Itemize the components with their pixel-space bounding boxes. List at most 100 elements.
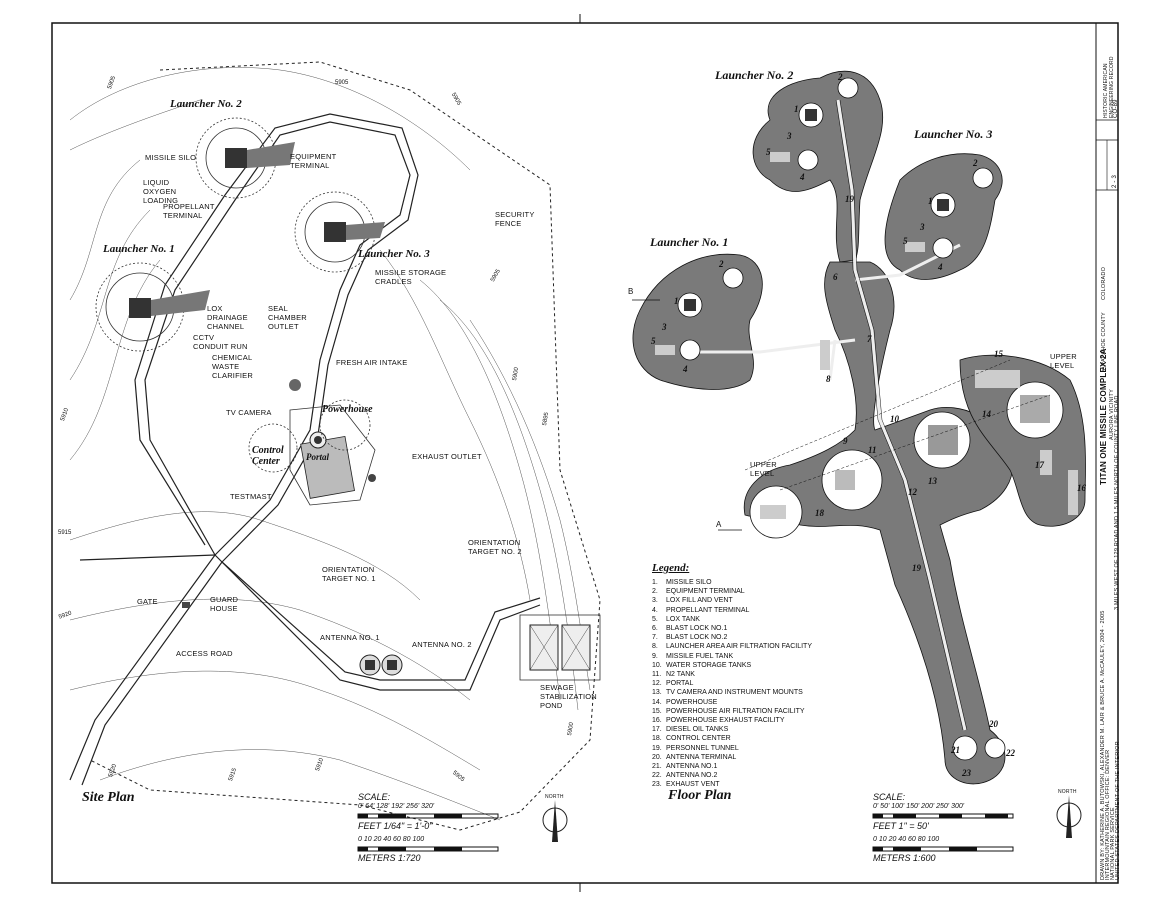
legend-item: 23.EXHAUST VENT bbox=[652, 781, 720, 789]
plan-number: 3 bbox=[787, 131, 792, 141]
plan-number: 16 bbox=[1077, 483, 1086, 493]
site-scale-bars bbox=[357, 813, 499, 852]
launcher-structures bbox=[129, 142, 385, 318]
section-markers bbox=[632, 299, 742, 531]
sheet-number: 2 - 3 bbox=[1112, 174, 1118, 188]
legend-item: 14.POWERHOUSE bbox=[652, 698, 718, 706]
plan-number: 8 bbox=[826, 374, 831, 384]
plan-number: 7 bbox=[867, 334, 872, 344]
orientation1-label: ORIENTATION TARGET NO. 1 bbox=[322, 565, 376, 583]
plan-number: 1 bbox=[674, 296, 679, 306]
site-north-arrow bbox=[542, 800, 568, 842]
floor-plan-title: Floor Plan bbox=[668, 788, 732, 803]
legend-item: 11.N2 TANK bbox=[652, 671, 695, 679]
exhaust-outlet-label: EXHAUST OUTLET bbox=[412, 452, 482, 461]
plan-number: 4 bbox=[938, 262, 943, 272]
legend-item: 6.BLAST LOCK No.1 bbox=[652, 625, 728, 633]
legend-item: 2.EQUIPMENT TERMINAL bbox=[652, 588, 745, 596]
propellant-terminal-label: PROPELLANT TERMINAL bbox=[163, 202, 215, 220]
legend-item: 22.ANTENNA No.2 bbox=[652, 772, 718, 780]
record-number: CO-89 bbox=[1113, 99, 1119, 118]
legend-item: 21.ANTENNA No.1 bbox=[652, 763, 718, 771]
access-road-label: ACCESS ROAD bbox=[176, 649, 233, 658]
plan-number: 20 bbox=[989, 719, 998, 729]
plan-number: 6 bbox=[833, 272, 838, 282]
contour-label: 5915 bbox=[58, 530, 72, 536]
state-label: COLORADO bbox=[1101, 266, 1107, 300]
sheet-border bbox=[51, 22, 1119, 884]
upper-level-label: UPPER LEVEL bbox=[750, 460, 777, 478]
gate-label: GATE bbox=[137, 597, 158, 606]
floor-scale-feet-label: FEET 1" = 50' bbox=[873, 821, 929, 831]
site-plan bbox=[69, 61, 601, 852]
plan-number: 2 bbox=[973, 158, 978, 168]
fresh-air-label: FRESH AIR INTAKE bbox=[336, 358, 408, 367]
floor-plan bbox=[632, 70, 1086, 852]
site-scale-meter-label: METERS 1:720 bbox=[358, 853, 421, 863]
plan-number: 12 bbox=[908, 487, 917, 497]
site-plan-title: Site Plan bbox=[82, 790, 135, 805]
legend-item: 8.LAUNCHER AREA AIR FILTRATION FACILITY bbox=[652, 643, 812, 651]
floor-launcher1-label: Launcher No. 1 bbox=[650, 235, 729, 249]
legend-item: 1.MISSILE SILO bbox=[652, 579, 712, 586]
chemical-waste-label: CHEMICAL WASTE CLARIFIER bbox=[212, 353, 253, 380]
tunnel-outlines bbox=[835, 99, 968, 731]
site-launcher3-label: Launcher No. 3 bbox=[358, 248, 430, 260]
plan-number: 18 bbox=[815, 508, 824, 518]
legend-item: 10.WATER STORAGE TANKS bbox=[652, 661, 752, 669]
sewage-label: SEWAGE STABILIZATION POND bbox=[540, 683, 597, 710]
plan-number: 14 bbox=[982, 409, 991, 419]
site-portal-label: Portal bbox=[306, 452, 330, 462]
plan-number: 5 bbox=[903, 236, 908, 246]
missile-storage-label: MISSILE STORAGE CRADLES bbox=[375, 268, 447, 286]
liquid-oxygen-label: LIQUID OXYGEN LOADING bbox=[143, 178, 179, 205]
plan-number: 1 bbox=[794, 104, 799, 114]
plan-number: 11 bbox=[868, 445, 877, 455]
orientation2-label: ORIENTATION TARGET NO. 2 bbox=[468, 538, 522, 556]
legend-item: 18.CONTROL CENTER bbox=[652, 735, 731, 743]
plan-number: 3 bbox=[920, 222, 925, 232]
legend-item: 16.POWERHOUSE EXHAUST FACILITY bbox=[652, 717, 785, 725]
testmast-label: TESTMAST bbox=[230, 492, 272, 501]
plan-number: 23 bbox=[962, 768, 971, 778]
legend-title: Legend: bbox=[652, 562, 690, 574]
legend-item: 4.PROPELLANT TERMINAL bbox=[652, 606, 750, 614]
tv-camera-label: TV CAMERA bbox=[226, 408, 272, 417]
legend-item: 20.ANTENNA TERMINAL bbox=[652, 753, 737, 761]
legend-item: 3.LOX FILL AND VENT bbox=[652, 597, 733, 605]
legend-item: 7.BLAST LOCK No.2 bbox=[652, 634, 728, 642]
address-label: 3 MILES WEST OF 129 ROAD AND 1.5 MILES N… bbox=[1114, 395, 1120, 610]
guard-house-label: GUARD HOUSE bbox=[210, 595, 239, 613]
plan-number: 13 bbox=[928, 476, 937, 486]
plan-number: 5 bbox=[766, 147, 771, 157]
site-scale-feet-ticks: 0' 64' 128' 192' 256' 320' bbox=[358, 803, 435, 810]
legend-item: 12.PORTAL bbox=[652, 680, 694, 688]
legend-item: 19.PERSONNEL TUNNEL bbox=[652, 744, 739, 752]
equipment-terminal-label: EQUIPMENT TERMINAL bbox=[290, 152, 337, 170]
upper-level-link bbox=[744, 359, 1011, 471]
site-scale-title: SCALE: bbox=[358, 792, 391, 802]
plan-number: 19 bbox=[912, 563, 921, 573]
security-fence-label: SECURITY FENCE bbox=[495, 210, 535, 228]
powerhouse-area bbox=[248, 379, 376, 506]
site-launcher1-label: Launcher No. 1 bbox=[103, 243, 175, 255]
floor-scale-meter-label: METERS 1:600 bbox=[873, 853, 936, 863]
legend-item: 13.TV CAMERA AND INSTRUMENT MOUNTS bbox=[652, 689, 803, 697]
plan-number: 10 bbox=[890, 414, 899, 424]
floor-launcher2-label: Launcher No. 2 bbox=[715, 68, 794, 82]
plan-number: 4 bbox=[683, 364, 688, 374]
roads bbox=[69, 113, 541, 786]
antennas bbox=[359, 654, 403, 676]
plan-number: 19 bbox=[845, 194, 854, 204]
silo-cores bbox=[655, 109, 1078, 519]
plan-number: 5 bbox=[651, 336, 656, 346]
floor-north-label: NORTH bbox=[1058, 789, 1077, 795]
missile-silo-label: MISSILE SILO bbox=[145, 153, 197, 162]
floor-north-arrow bbox=[1056, 795, 1082, 838]
plan-number: 1 bbox=[928, 196, 933, 206]
floor-scale-feet-ticks: 0' 50' 100' 150' 200' 250' 300' bbox=[873, 803, 965, 810]
department-label: UNITED STATES DEPARTMENT OF THE INTERIOR bbox=[1115, 741, 1121, 880]
floor-scale-title: SCALE: bbox=[873, 792, 906, 802]
cctv-label: CCTV CONDUIT RUN bbox=[193, 333, 248, 351]
